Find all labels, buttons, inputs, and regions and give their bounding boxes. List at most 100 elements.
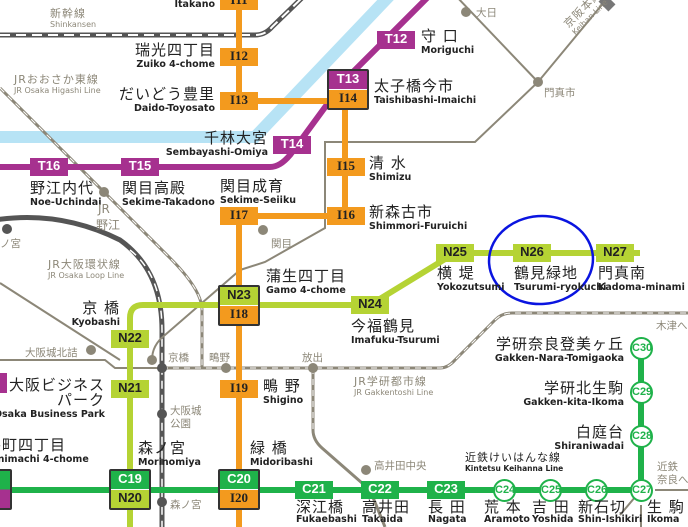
badge-N22[interactable]: N22 [111, 330, 149, 348]
jp: 京 橋 [82, 299, 120, 317]
jr-station-nomiya: ノ宮 [0, 238, 21, 250]
badge-T12[interactable]: T12 [377, 31, 415, 49]
jp: 鶴見緑地 [514, 264, 579, 282]
badge-C23[interactable]: C23 [427, 481, 465, 499]
jp: 今福鶴見 [351, 317, 416, 335]
badge-N21[interactable]: N21 [111, 380, 149, 398]
jr-station-sekime: 関目 [271, 238, 292, 250]
badge-C24[interactable]: C24 [493, 479, 516, 502]
badge-N27[interactable]: N27 [596, 244, 634, 262]
badge-N26[interactable]: N26 [513, 244, 551, 262]
station-itakano[interactable]: Itakano [174, 0, 215, 10]
transfer-taishibashi[interactable]: T13 I14 [327, 69, 369, 110]
jp: 門真南 [598, 264, 647, 282]
jp: 学研奈良登美ヶ丘 [495, 335, 624, 353]
river [0, 0, 394, 143]
transfer-gamo[interactable]: N23 I18 [218, 285, 260, 326]
badge-I15[interactable]: I15 [327, 158, 365, 176]
badge-I20: I20 [220, 490, 258, 508]
jr-station-kitazume: 大阪城北詰 [25, 347, 78, 359]
en: Tsurumi-ryokuchi [514, 282, 607, 293]
jp: 関目成育 [220, 177, 285, 195]
jr-station-hanaten: 放出 [302, 352, 323, 364]
en: Kyobashi [71, 317, 120, 328]
badge-C27[interactable]: C27 [630, 479, 653, 502]
badge-C26[interactable]: C26 [585, 479, 608, 502]
badge-T15[interactable]: T15 [121, 158, 159, 176]
badge-T16[interactable]: T16 [30, 158, 68, 176]
jp: 谷町四丁目 [0, 436, 67, 454]
jp: 吉 田 [532, 498, 570, 516]
station-tanimachi[interactable]: 谷町四丁目Tanimachi 4-chome [0, 438, 89, 465]
jp: 蒲生四丁目 [266, 267, 347, 285]
shinkansen-line [0, 0, 304, 38]
jr-station-takaida-chuo: 高井田中央 [374, 460, 427, 472]
badge-I17[interactable]: I17 [220, 207, 258, 225]
en: Nagata [428, 514, 467, 525]
jr-station-noe-1: JR [98, 202, 110, 216]
badge-T14[interactable]: T14 [273, 136, 311, 154]
badge-N24[interactable]: N24 [351, 296, 389, 314]
jr-station-osakajo-koen-2: 公園 [170, 418, 191, 430]
badge-C22[interactable]: C22 [361, 481, 399, 499]
badge-I19[interactable]: I19 [220, 380, 258, 398]
jp: 緑 橋 [250, 439, 288, 457]
tanimachi-line [0, 0, 430, 170]
badge-I12[interactable]: I12 [220, 48, 258, 66]
badge-I13[interactable]: I13 [220, 92, 258, 110]
badge-I16[interactable]: I16 [327, 207, 365, 225]
jp: 生 駒 [647, 498, 685, 516]
jp: 学研北生駒 [543, 379, 624, 397]
transfer-morinomiya[interactable]: C19 N20 [109, 469, 151, 510]
en: Morinomiya [138, 457, 201, 468]
badge-C25[interactable]: C25 [539, 479, 562, 502]
badge-C28[interactable]: C28 [630, 425, 653, 448]
badge-C30[interactable]: C30 [630, 337, 653, 360]
en: Kadoma-minami [598, 282, 685, 293]
transfer-midoribashi[interactable]: C20 I20 [218, 469, 260, 510]
en: Sembayashi-Omiya [165, 147, 268, 158]
en: Shigino [263, 395, 304, 406]
jp: JRおおさか東線 [14, 73, 99, 86]
en: Takaida [362, 514, 403, 525]
badge-C21[interactable]: C21 [295, 481, 333, 499]
badge-N25[interactable]: N25 [436, 244, 474, 262]
en: Gamo 4-chome [266, 285, 346, 296]
jp: 深江橋 [296, 498, 345, 516]
badge-C29[interactable]: C29 [630, 381, 653, 404]
en: JR Osaka Loop Line [48, 271, 125, 280]
transfer-tanimachi [0, 469, 12, 510]
jp: 千林大宮 [203, 129, 268, 147]
